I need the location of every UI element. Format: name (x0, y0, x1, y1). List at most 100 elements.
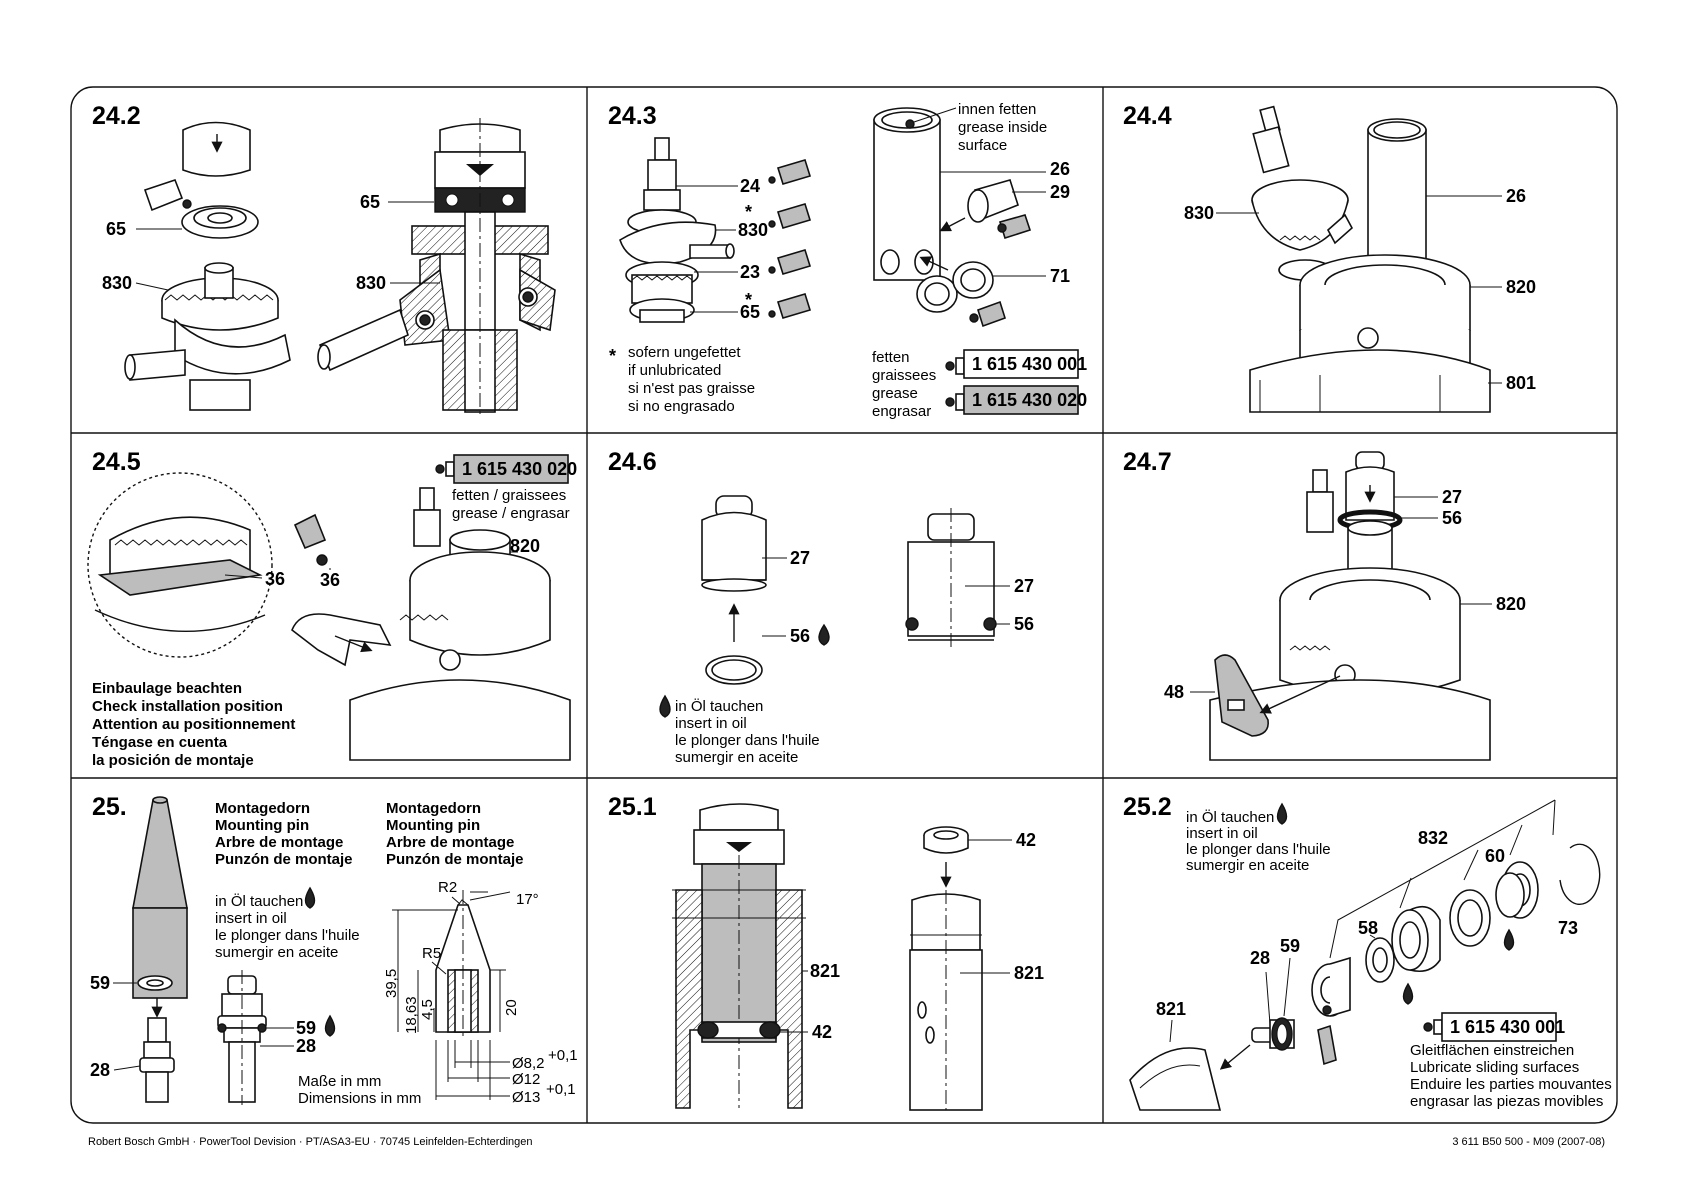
callout-821: 821 (1014, 963, 1044, 983)
callout-830: 830 (102, 273, 132, 293)
dim-diameter: Ø12 (512, 1071, 540, 1088)
oil-line: le plonger dans l'huile (1186, 841, 1331, 858)
callout-28: 28 (296, 1036, 316, 1056)
inner-grease-note: innen fetten (958, 101, 1036, 118)
dim-tolerance: +0,1 (546, 1081, 576, 1098)
callout-27: 27 (790, 548, 810, 568)
callout-830: 830 (356, 273, 386, 293)
callout-23: 23 (740, 262, 760, 282)
units-line: Dimensions in mm (298, 1090, 421, 1107)
panel-24-3: 24.3 24 * 830 23 * 65 * sofern ungefette (608, 101, 1087, 420)
position-line: Einbaulage beachten (92, 680, 242, 697)
oil-line: in Öl tauchen (1186, 808, 1274, 826)
oil-line: in Öl tauchen (215, 892, 303, 910)
part-number: 1 615 430 020 (462, 459, 577, 479)
callout-58: 58 (1358, 918, 1378, 938)
oil-line: sumergir en aceite (675, 749, 798, 766)
inner-grease-note: grease inside (958, 119, 1047, 136)
callout-830: 830 (1184, 203, 1214, 223)
note-line: sofern ungefettet (628, 344, 741, 361)
panel-25-1: 25.1 821 42 42 821 (608, 793, 1044, 1111)
panel-25: 25. Montagedorn Mounting pin Arbre de mo… (90, 793, 578, 1107)
callout-26: 26 (1506, 186, 1526, 206)
pin-line: Arbre de montage (386, 834, 514, 851)
callout-59: 59 (90, 973, 110, 993)
callout-42: 42 (812, 1022, 832, 1042)
panel-24-6: 24.6 27 56 27 56 in Öl tauchen insert in… (608, 448, 1034, 766)
callout-56: 56 (790, 626, 810, 646)
dim-radius: R2 (438, 879, 457, 896)
dim-angle: 17° (516, 891, 539, 908)
step-number: 25.2 (1123, 793, 1172, 821)
lube-line: Lubricate sliding surfaces (1410, 1059, 1579, 1076)
panel-24-5: 24.5 36 36 1 615 430 020 fetten / graiss… (87, 448, 577, 769)
grease-word: graissees (872, 367, 936, 384)
part-number: 1 615 430 001 (972, 354, 1087, 374)
inner-grease-note: surface (958, 137, 1007, 154)
dim-height: 20 (503, 999, 520, 1016)
grease-word: engrasar (872, 403, 931, 420)
callout-60: 60 (1485, 846, 1505, 866)
callout-832: 832 (1418, 828, 1448, 848)
position-line: Attention au positionnement (92, 716, 295, 733)
callout-59: 59 (296, 1018, 316, 1038)
note-line: si n'est pas graisse (628, 380, 755, 397)
callout-27: 27 (1442, 487, 1462, 507)
units-line: Maße in mm (298, 1073, 381, 1090)
oil-line: le plonger dans l'huile (215, 927, 360, 944)
lube-line: engrasar las piezas movibles (1410, 1093, 1603, 1110)
callout-27: 27 (1014, 576, 1034, 596)
oil-line: le plonger dans l'huile (675, 732, 820, 749)
footer-company: Robert Bosch GmbH · PowerTool Devision ·… (88, 1136, 533, 1148)
dim-radius: R5 (422, 945, 441, 962)
panel-25-2: 25.2 in Öl tauchen insert in oil le plon… (1123, 793, 1612, 1111)
step-number: 24.3 (608, 102, 657, 130)
dim-diameter: Ø13 (512, 1089, 540, 1106)
note-line: if unlubricated (628, 362, 721, 379)
callout-71: 71 (1050, 266, 1070, 286)
position-line: la posición de montaje (92, 752, 254, 769)
callout-801: 801 (1506, 373, 1536, 393)
note-line: si no engrasado (628, 398, 735, 415)
step-number: 24.4 (1123, 102, 1172, 130)
lube-line: Enduire les parties mouvantes (1410, 1076, 1612, 1093)
callout-36: 36 (320, 570, 340, 590)
svg-text:*: * (745, 202, 752, 222)
step-number: 25.1 (608, 793, 657, 821)
panel-24-2: 24.2 65 830 65 (92, 102, 556, 415)
callout-28: 28 (1250, 948, 1270, 968)
panel-24-7: 24.7 27 56 820 48 (1123, 448, 1526, 761)
callout-73: 73 (1558, 918, 1578, 938)
svg-text:*: * (609, 346, 616, 366)
callout-65: 65 (360, 192, 380, 212)
footer-doc-number: 3 611 B50 500 - M09 (2007-08) (1452, 1136, 1605, 1148)
grease-tube-020: 1 615 430 020 (945, 385, 1087, 415)
callout-42: 42 (1016, 830, 1036, 850)
pin-line: Mounting pin (215, 817, 309, 834)
callout-28: 28 (90, 1060, 110, 1080)
grease-tube-001: 1 615 430 001 (945, 349, 1087, 379)
svg-text:*: * (745, 290, 752, 310)
grease-line: fetten / graissees (452, 487, 566, 504)
pin-line: Montagedorn (386, 800, 481, 817)
dim-height: 39,5 (383, 969, 400, 998)
callout-29: 29 (1050, 182, 1070, 202)
panel-24-4: 24.4 830 26 820 801 (1123, 102, 1536, 413)
callout-821: 821 (1156, 999, 1186, 1019)
oil-line: sumergir en aceite (1186, 857, 1309, 874)
step-number: 24.6 (608, 448, 657, 476)
panel-grid (70, 86, 1618, 1124)
callout-820: 820 (510, 536, 540, 556)
callout-59: 59 (1280, 936, 1300, 956)
callout-36: 36 (265, 569, 285, 589)
step-number: 24.2 (92, 102, 141, 130)
grease-line: grease / engrasar (452, 505, 570, 522)
callout-830: 830 (738, 220, 768, 240)
dim-height: 4,5 (419, 999, 436, 1020)
pin-line: Punzón de montaje (215, 851, 353, 868)
dim-height: 18,63 (403, 996, 420, 1034)
callout-24: 24 (740, 176, 760, 196)
grease-word: fetten (872, 349, 910, 366)
dim-diameter: Ø8,2 (512, 1055, 545, 1072)
